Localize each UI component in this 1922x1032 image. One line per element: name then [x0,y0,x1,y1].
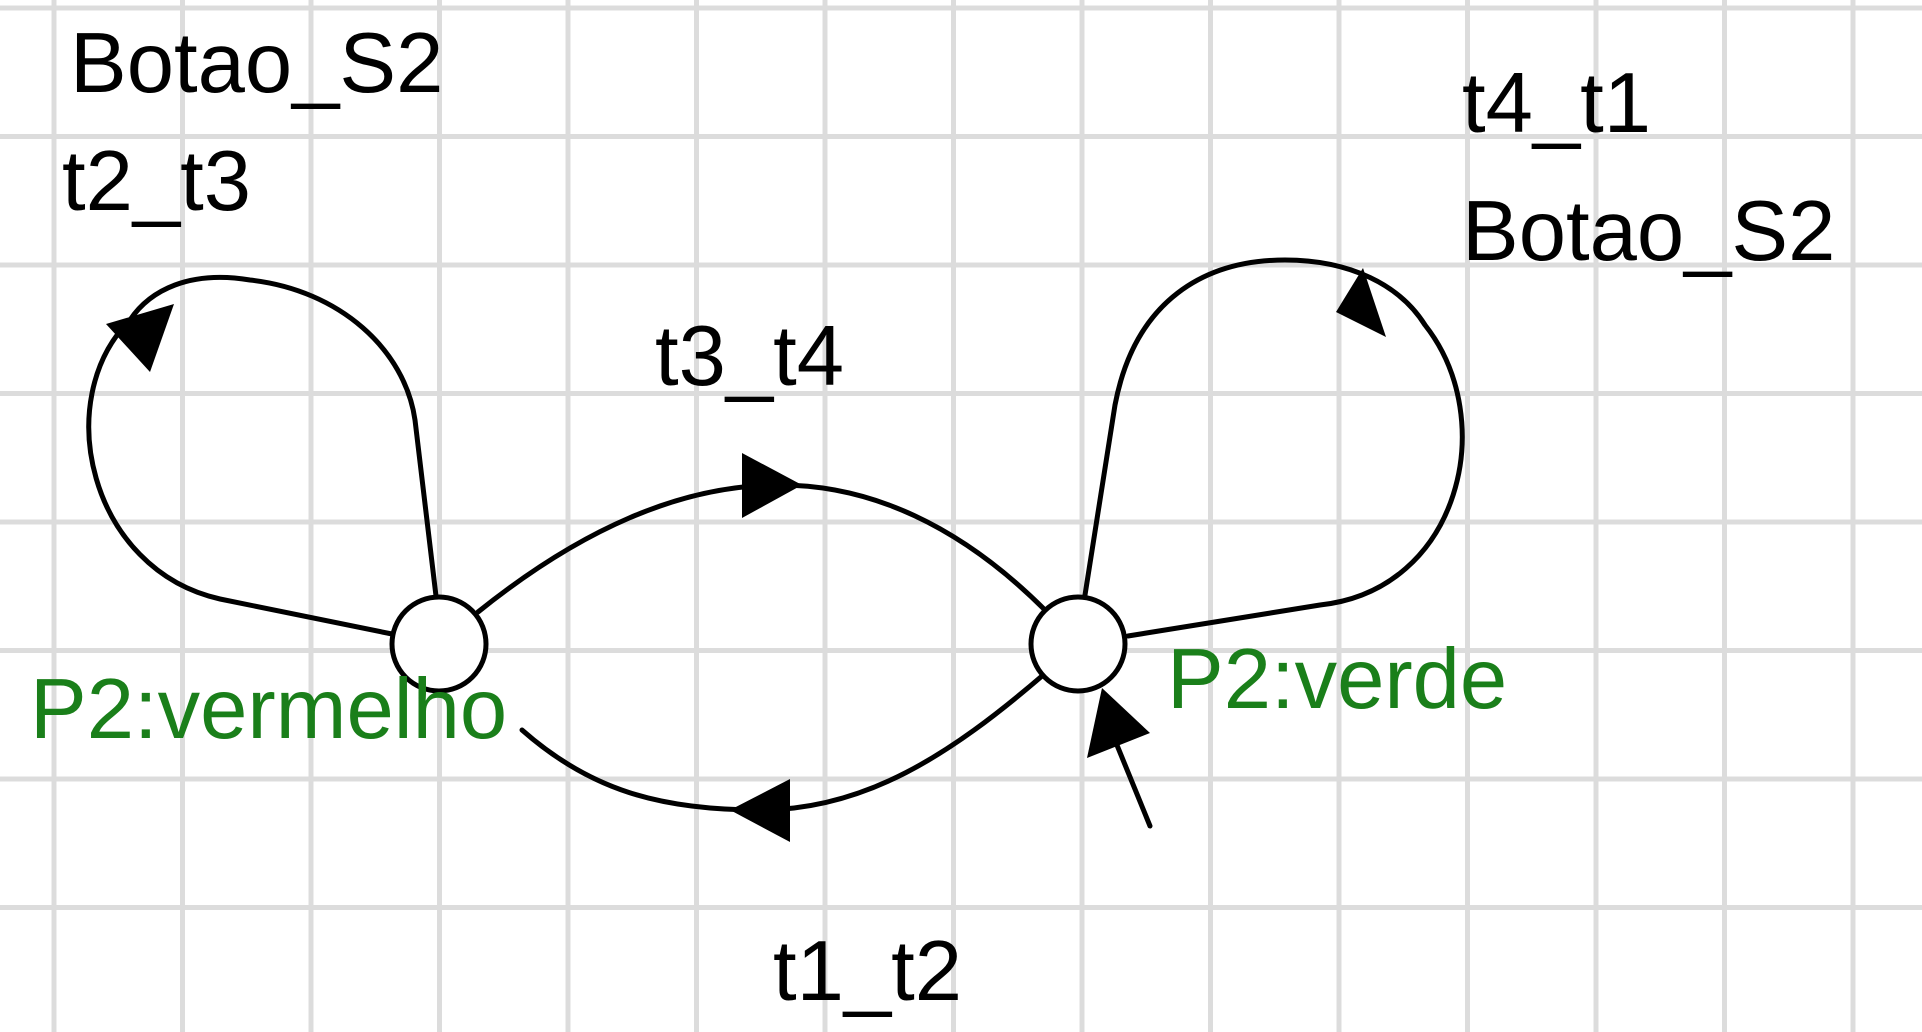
arrowhead [730,779,790,842]
edge-line [1082,257,1465,639]
arrowhead [1087,688,1150,758]
arrowhead [1336,268,1386,337]
transition-label: Botao_S2 [70,16,443,111]
edge-line [86,274,439,637]
transition-label: t2_t3 [62,134,251,229]
transition-verde-self-loop [1082,257,1465,639]
transition-vermelho-to-verde [475,453,1048,615]
state-node-verde [1028,594,1128,694]
arrowhead [106,304,174,372]
transition-vermelho-self-loop [86,274,439,637]
initial-state-arrow [1087,688,1153,829]
arrowhead [742,453,802,518]
state-node-vermelho [389,594,489,694]
transition-label: t3_t4 [655,309,844,404]
transition-label: t1_t2 [773,924,962,1019]
transition-verde-to-vermelho [519,673,1045,842]
state-label-verde: P2:verde [1167,632,1507,727]
state-label-vermelho: P2:vermelho [30,662,507,757]
transition-label: Botao_S2 [1462,184,1835,279]
transition-label: t4_t1 [1462,56,1651,151]
